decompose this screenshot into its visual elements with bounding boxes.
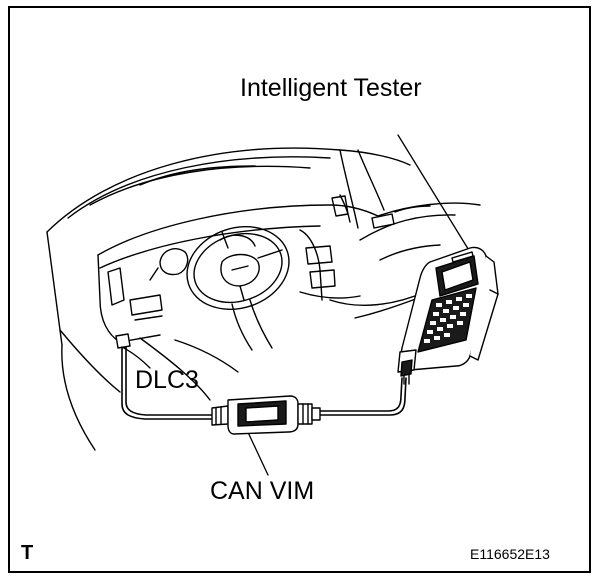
dlc3-leader [121,346,151,369]
dlc3-label: DLC3 [135,366,199,394]
intelligent-tester [397,246,499,385]
figure-code: E116652E13 [470,546,550,562]
can-vim-leader [245,427,269,476]
tester-leader [397,134,471,253]
dlc3-connector [115,333,131,349]
cables [121,346,407,420]
can-vim-module [211,395,321,435]
leader-lines [121,134,471,476]
intelligent-tester-label: Intelligent Tester [240,74,422,102]
corner-mark: T [21,542,34,564]
figure-frame [8,6,591,573]
can-vim-label: CAN VIM [210,477,315,505]
